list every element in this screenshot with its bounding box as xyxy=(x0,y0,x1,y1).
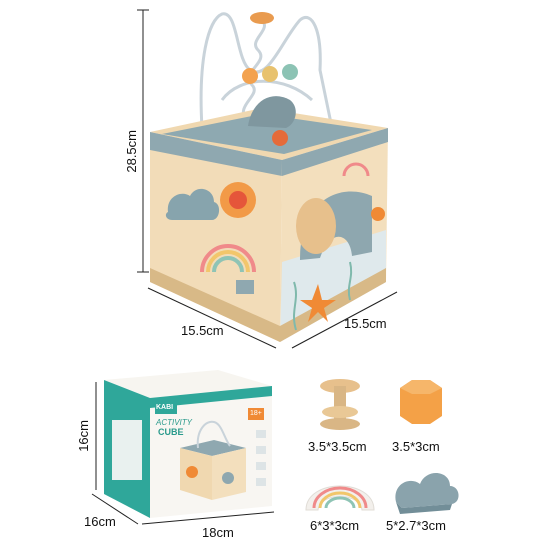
brand-logo-shape xyxy=(155,404,177,414)
rainbow-block-size: 6*3*3cm xyxy=(310,518,360,533)
small-drawer xyxy=(236,280,254,294)
cube-top-panel xyxy=(162,114,372,154)
main-cube-depth-label: 15.5cm xyxy=(344,316,387,331)
cube-left-band xyxy=(150,132,282,176)
orange-block-size: 3.5*3cm xyxy=(392,439,440,454)
rolling-bead-size: 3.5*3.5cm xyxy=(308,439,367,454)
box-height-label: 16cm xyxy=(76,420,91,452)
box-width-label: 18cm xyxy=(202,525,234,540)
rainbow-block-piece xyxy=(305,485,375,511)
loose-pieces: 3.5*3.5cm 3.5*3cm 6*3*3cm 5*2.7*3cm xyxy=(300,360,557,540)
box-brand: KABI xyxy=(156,404,174,411)
fish-icon xyxy=(371,207,385,221)
cube-left-base xyxy=(150,268,280,342)
seaweed-icons xyxy=(293,261,353,331)
age-badge-shape xyxy=(248,408,264,420)
cloud-block-piece xyxy=(395,472,459,514)
main-cube-dimension-lines xyxy=(137,9,398,349)
box-dimension-lines xyxy=(91,382,275,525)
loose-pieces-illustration xyxy=(305,379,459,514)
main-cube-illustration xyxy=(137,9,398,349)
rolling-bead-in-cube xyxy=(296,198,336,254)
product-box-photo: KABI ACTIVITY CUBE 18+ 16cm 16cm 18cm xyxy=(0,360,300,540)
main-cube-photo: 28.5cm 15.5cm 15.5cm xyxy=(124,9,398,349)
box-age-badge: 18+ xyxy=(250,410,262,417)
box-top xyxy=(104,370,272,398)
box-depth-label: 16cm xyxy=(84,514,116,529)
main-cube-height-label: 28.5cm xyxy=(124,130,139,173)
product-box-illustration xyxy=(91,370,275,525)
top-peg xyxy=(272,130,288,146)
bead-orange xyxy=(242,68,258,84)
bead-teal xyxy=(282,64,298,80)
cube-right-band xyxy=(282,128,388,176)
bead-yellow xyxy=(262,66,278,82)
rainbow-slot-icon xyxy=(200,244,256,273)
cloud-slot-icon xyxy=(165,188,220,220)
main-cube-width-label: 15.5cm xyxy=(181,323,224,338)
box-title-line2: CUBE xyxy=(158,427,184,437)
orange-block-piece xyxy=(400,380,442,424)
starfish-icon xyxy=(300,284,336,322)
right-rainbow-icon xyxy=(342,162,370,177)
cloud-block-size: 5*2.7*3cm xyxy=(386,518,446,533)
box-title-line1: ACTIVITY xyxy=(156,418,193,427)
shark-figure xyxy=(248,96,296,128)
bird-figure xyxy=(250,12,274,24)
rolling-bead-piece xyxy=(320,379,360,430)
